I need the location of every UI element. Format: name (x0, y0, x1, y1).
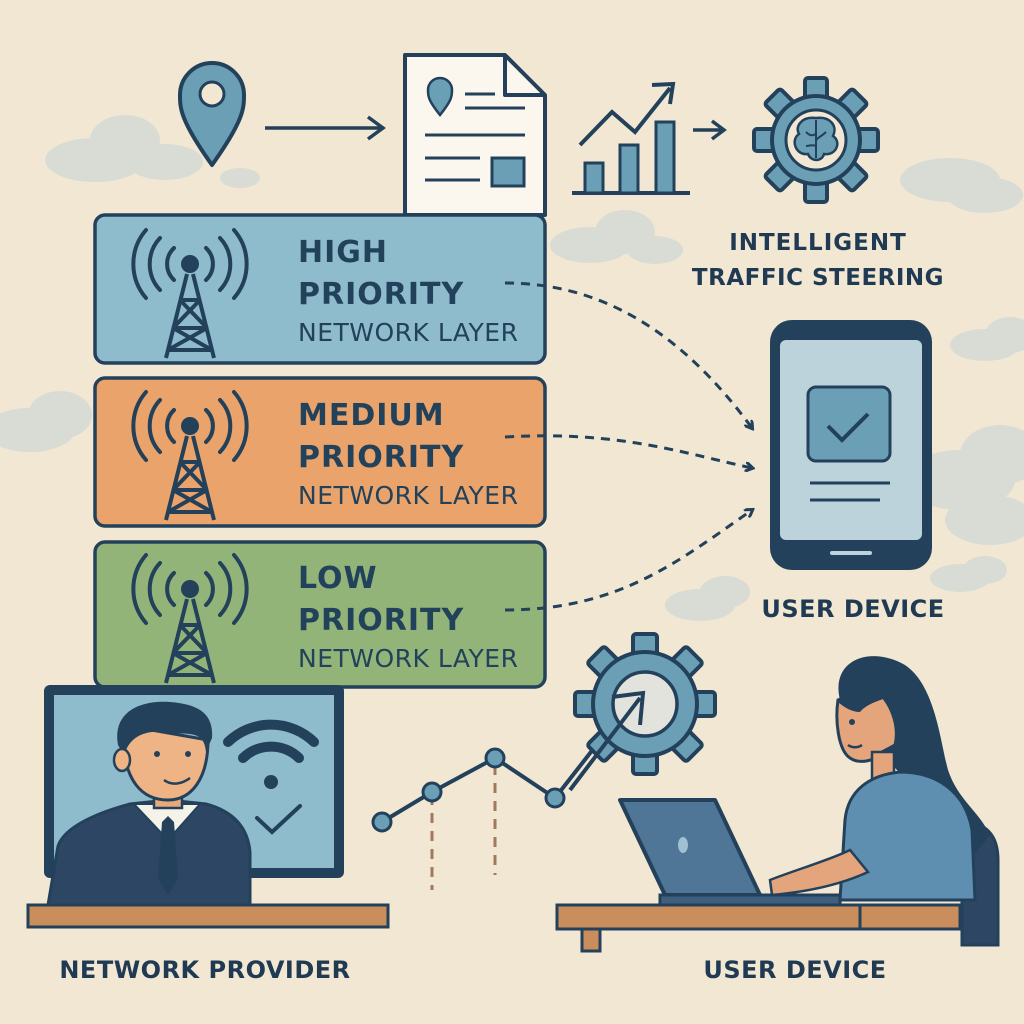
layer-low-line2: PRIORITY (298, 603, 465, 638)
steering-label-line1: INTELLIGENT (729, 230, 907, 256)
layer-low-line1: LOW (298, 561, 378, 596)
layer-high-line3: NETWORK LAYER (298, 318, 519, 347)
gear-brain-icon (752, 76, 880, 204)
chart-arrow (568, 690, 646, 792)
layer-high-line1: HIGH (298, 235, 389, 270)
layer-medium-line3: NETWORK LAYER (298, 481, 519, 510)
bar-chart-icon (572, 81, 690, 195)
layer-high-line2: PRIORITY (298, 277, 465, 312)
layer-label-low: LOW PRIORITY NETWORK LAYER (298, 558, 548, 676)
layer-medium-line2: PRIORITY (298, 440, 465, 475)
wifi-check-icon (223, 719, 319, 835)
provider-desk (26, 903, 390, 929)
phone-caption: USER DEVICE (761, 595, 944, 623)
cell-tower-icon (131, 553, 249, 684)
layer-label-high: HIGH PRIORITY NETWORK LAYER (298, 232, 548, 350)
background-clouds (0, 115, 1024, 621)
steering-label-line2: TRAFFIC STEERING (692, 265, 944, 291)
document-icon (403, 53, 547, 217)
layer-medium-line1: MEDIUM (298, 398, 445, 433)
cell-tower-icon (131, 390, 249, 521)
arrow-right-icon (265, 115, 386, 141)
laptop-user-person (768, 656, 990, 902)
location-pin-icon (178, 61, 246, 167)
smartphone-check-icon (770, 320, 932, 570)
layer-label-medium: MEDIUM PRIORITY NETWORK LAYER (298, 395, 548, 513)
network-provider-person (46, 701, 252, 907)
cell-tower-icon (131, 228, 249, 359)
arrow-right-icon (693, 119, 727, 141)
laptop-icon (618, 798, 842, 907)
traffic-steering-arrows (504, 281, 752, 612)
user-desk (555, 903, 962, 953)
provider-caption: NETWORK PROVIDER (59, 956, 350, 984)
layer-low-line3: NETWORK LAYER (298, 644, 519, 673)
laptop-user-caption: USER DEVICE (703, 956, 886, 984)
